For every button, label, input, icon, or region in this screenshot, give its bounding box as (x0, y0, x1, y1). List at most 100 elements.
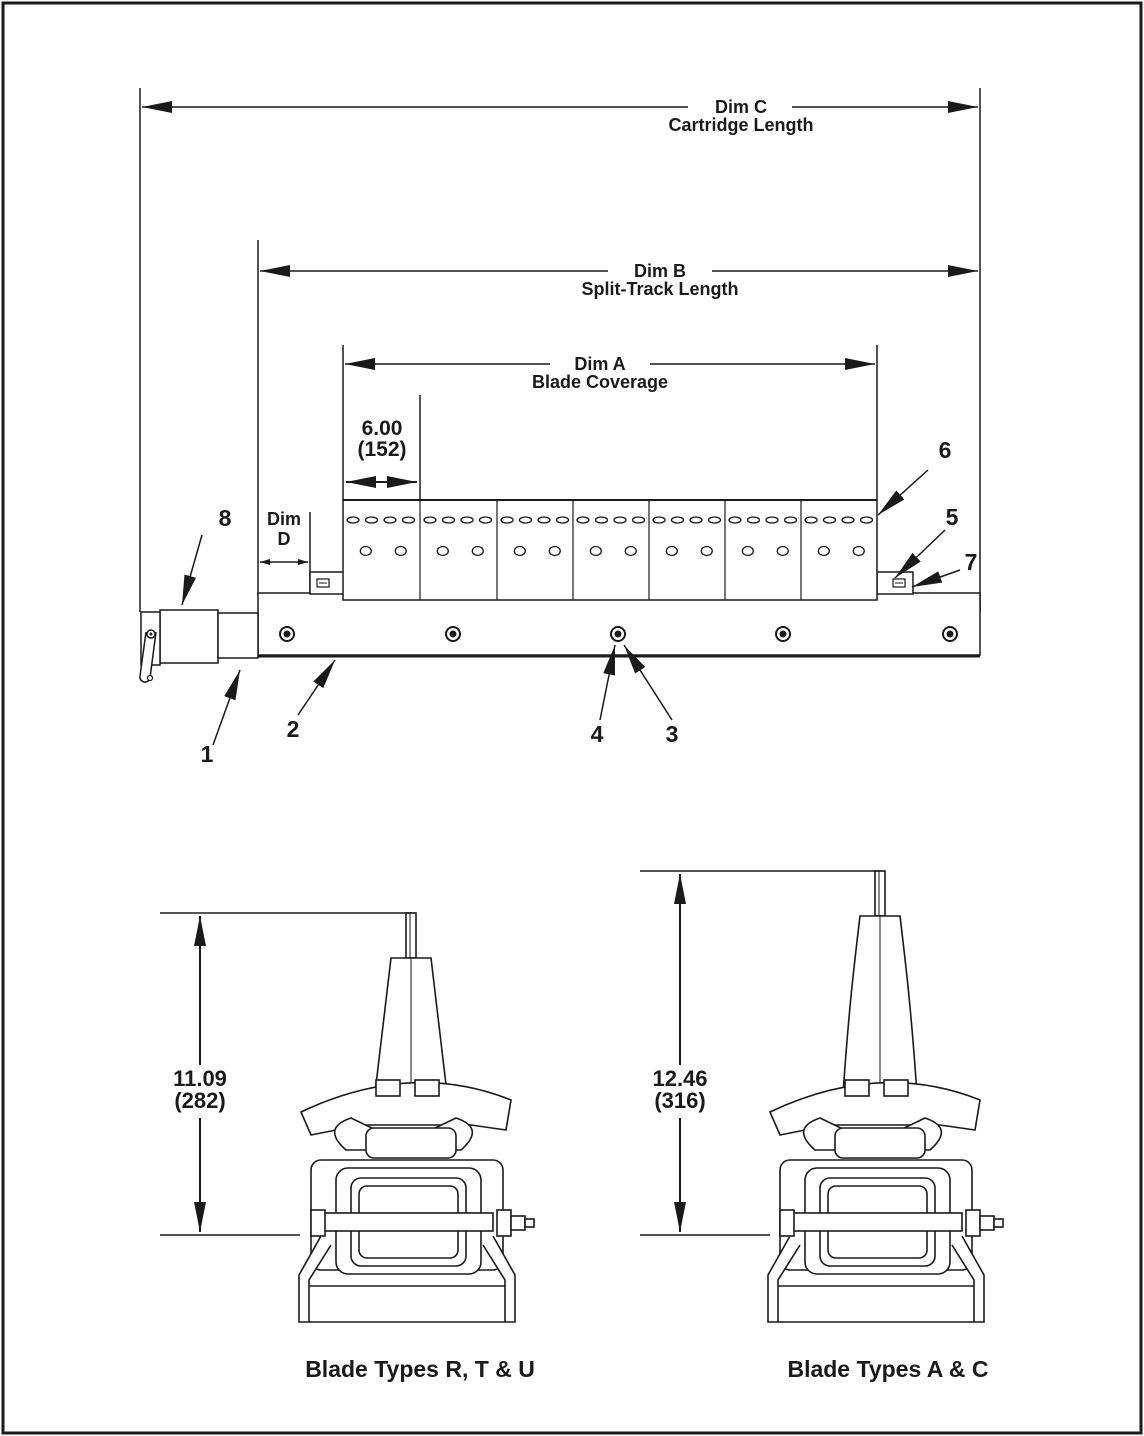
blade-slot (460, 516, 474, 524)
blade-hole (394, 545, 407, 557)
blade-hole (513, 545, 526, 557)
blade-bracket (299, 1081, 512, 1136)
blade-slot (576, 516, 590, 524)
spring-leg (951, 1235, 985, 1323)
blade-hole (471, 545, 484, 557)
blade-slot (728, 516, 742, 524)
callout-4: 4 (591, 721, 604, 747)
blade-segments (342, 499, 878, 601)
callout-6: 6 (939, 437, 952, 463)
blade-pitch-mm: (152) (357, 438, 406, 461)
caption-blade-types-ac: Blade Types A & C (787, 1356, 988, 1382)
blade-slot (441, 516, 456, 524)
blade-slot (652, 516, 666, 524)
blade-slot (689, 516, 703, 524)
spring-leg (298, 1235, 332, 1323)
dim-b-caption: Split-Track Length (581, 279, 738, 299)
callout-7: 7 (965, 549, 978, 575)
side-bolt-end (524, 1218, 535, 1228)
bracket-bolt (883, 1079, 909, 1097)
tensioner-band (322, 1212, 494, 1232)
caption-blade-types-rtu: Blade Types R, T & U (305, 1356, 535, 1382)
blade-hole (700, 545, 713, 557)
blade-hole (852, 545, 865, 557)
spring-leg (482, 1235, 516, 1323)
dim-c: Dim C Cartridge Length (139, 88, 981, 612)
blade-pitch-dimension: 6.00 (152) (346, 395, 421, 500)
blade-slot (500, 516, 514, 524)
blade-slot (555, 516, 570, 524)
blade-slot (783, 516, 798, 524)
blade-slot (804, 516, 818, 524)
blade-hole (589, 545, 602, 557)
blade-slot (613, 516, 627, 524)
blade-pitch-inches: 6.00 (362, 417, 403, 440)
spring-leg (767, 1235, 801, 1323)
side-nut (979, 1215, 995, 1231)
cartridge-end-handle (139, 609, 259, 683)
height-dimension-ac: 12.46 (316) (640, 870, 880, 1236)
blade-slot (841, 516, 855, 524)
tensioner-band (791, 1212, 963, 1232)
mount-plate (834, 1127, 926, 1159)
height-dimension-rtu: 11.09 (282) (160, 912, 412, 1236)
dim-a-caption: Blade Coverage (532, 372, 668, 392)
blade-hole (741, 545, 754, 557)
dim-a: Dim A Blade Coverage (342, 345, 878, 500)
blade-slot (594, 516, 609, 524)
blade-slot (822, 516, 837, 524)
split-track (257, 592, 981, 658)
blade-slot (383, 516, 397, 524)
callout-arrows (181, 469, 961, 746)
callout-numbers: 1 2 3 4 5 6 7 8 (201, 437, 978, 767)
callout-5: 5 (946, 504, 959, 530)
blade-slot (478, 516, 493, 524)
blade-assembly-ac (767, 870, 1004, 1323)
blade-slot (346, 516, 360, 524)
blade-assembly-rtu (298, 912, 535, 1323)
blade-tip (874, 870, 886, 917)
blade-hole (665, 545, 678, 557)
side-nut (779, 1209, 795, 1237)
bracket-bolt (414, 1079, 440, 1097)
callout-8: 8 (219, 505, 232, 531)
blade-bracket (768, 1081, 981, 1136)
blade-slot (670, 516, 685, 524)
blade-hole (624, 545, 637, 557)
side-nut (496, 1209, 512, 1237)
dim-d: Dim D (260, 509, 311, 595)
dim-b: Dim B Split-Track Length (257, 240, 978, 595)
bracket-bolt (375, 1079, 401, 1097)
blade-hole (817, 545, 830, 557)
blade-slot (707, 516, 722, 524)
side-nut (510, 1215, 526, 1231)
blade-slot (423, 516, 437, 524)
height-rtu-inches: 11.09 (173, 1066, 227, 1091)
dim-d-caption: D (278, 529, 291, 549)
blade-hole (776, 545, 789, 557)
dim-a-title: Dim A (574, 354, 625, 374)
side-bolt-end (993, 1218, 1004, 1228)
blade-slot (537, 516, 551, 524)
dim-c-title: Dim C (715, 97, 767, 117)
height-ac-inches: 12.46 (652, 1066, 707, 1091)
dim-b-title: Dim B (634, 261, 686, 281)
blade-tip (405, 912, 417, 959)
callout-1: 1 (201, 741, 214, 767)
height-ac-mm: (316) (654, 1088, 705, 1113)
blade-hole (548, 545, 561, 557)
blade-slot (859, 516, 874, 524)
dim-d-title: Dim (267, 509, 301, 529)
side-nut (310, 1209, 326, 1237)
bracket-bolt (844, 1079, 870, 1097)
mount-plate (365, 1127, 457, 1159)
blade-slot (518, 516, 533, 524)
blade-slot (765, 516, 779, 524)
side-nut (965, 1209, 981, 1237)
blade-slot (364, 516, 379, 524)
blade-slot (631, 516, 646, 524)
blade-hole (359, 545, 372, 557)
